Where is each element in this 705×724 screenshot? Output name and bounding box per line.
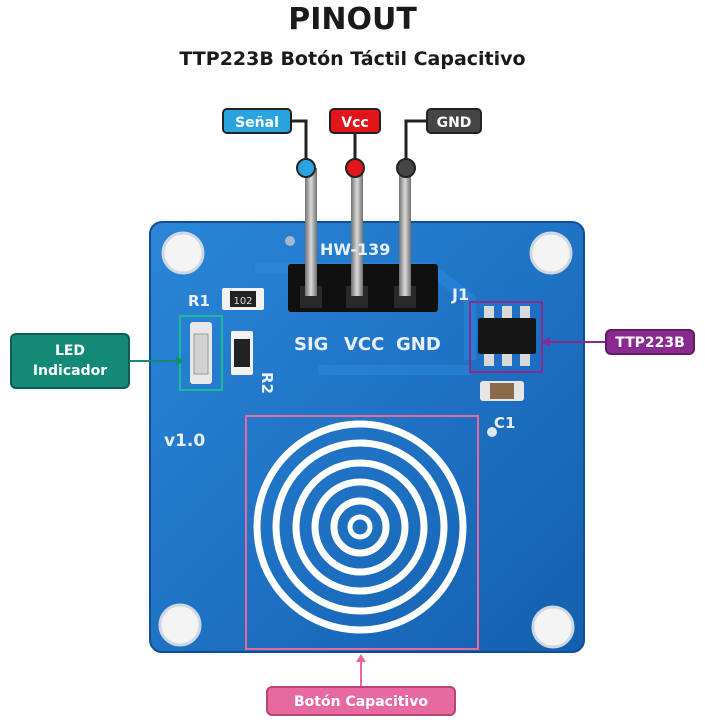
mounting-hole xyxy=(529,231,573,275)
mounting-hole xyxy=(531,605,575,649)
touch-button-callout: Botón Capacitivo xyxy=(266,686,456,716)
led-callout: LED Indicador xyxy=(10,333,130,389)
ttp223b-callout: TTP223B xyxy=(605,329,695,355)
mounting-hole xyxy=(161,231,205,275)
led-callout-line2: Indicador xyxy=(32,363,108,379)
signal-label: Señal xyxy=(222,108,292,134)
page-subtitle: TTP223B Botón Táctil Capacitivo xyxy=(179,48,526,70)
pin-name-gnd: GND xyxy=(396,334,441,355)
mounting-hole xyxy=(158,603,202,647)
ttp223b-chip xyxy=(469,301,543,373)
j1-label: J1 xyxy=(451,285,469,304)
touch-pad xyxy=(245,415,479,650)
model-label: HW-139 xyxy=(320,240,390,259)
gnd-pin-dot xyxy=(396,158,416,178)
vcc-pin-dot xyxy=(345,158,365,178)
led-callout-line1: LED xyxy=(54,343,86,359)
callout-connectors xyxy=(130,337,606,686)
resistor-r2 xyxy=(231,331,253,375)
r1-label: R1 xyxy=(188,292,210,310)
version-label: v1.0 xyxy=(164,431,205,451)
pin-name-vcc: VCC xyxy=(344,334,384,355)
pin-name-sig: SIG xyxy=(294,334,328,355)
r2-label: R2 xyxy=(258,372,276,394)
c1-label: C1 xyxy=(494,414,515,432)
r1-code: 102 xyxy=(233,296,252,307)
capacitor-c1 xyxy=(480,381,524,401)
signal-pin-dot xyxy=(296,158,316,178)
indicator-led xyxy=(179,315,223,391)
header-pins xyxy=(305,168,411,296)
resistor-r1: 102 xyxy=(222,288,264,310)
gnd-label: GND xyxy=(426,108,482,134)
vcc-label: Vcc xyxy=(329,108,381,134)
page-title: PINOUT xyxy=(288,2,417,37)
